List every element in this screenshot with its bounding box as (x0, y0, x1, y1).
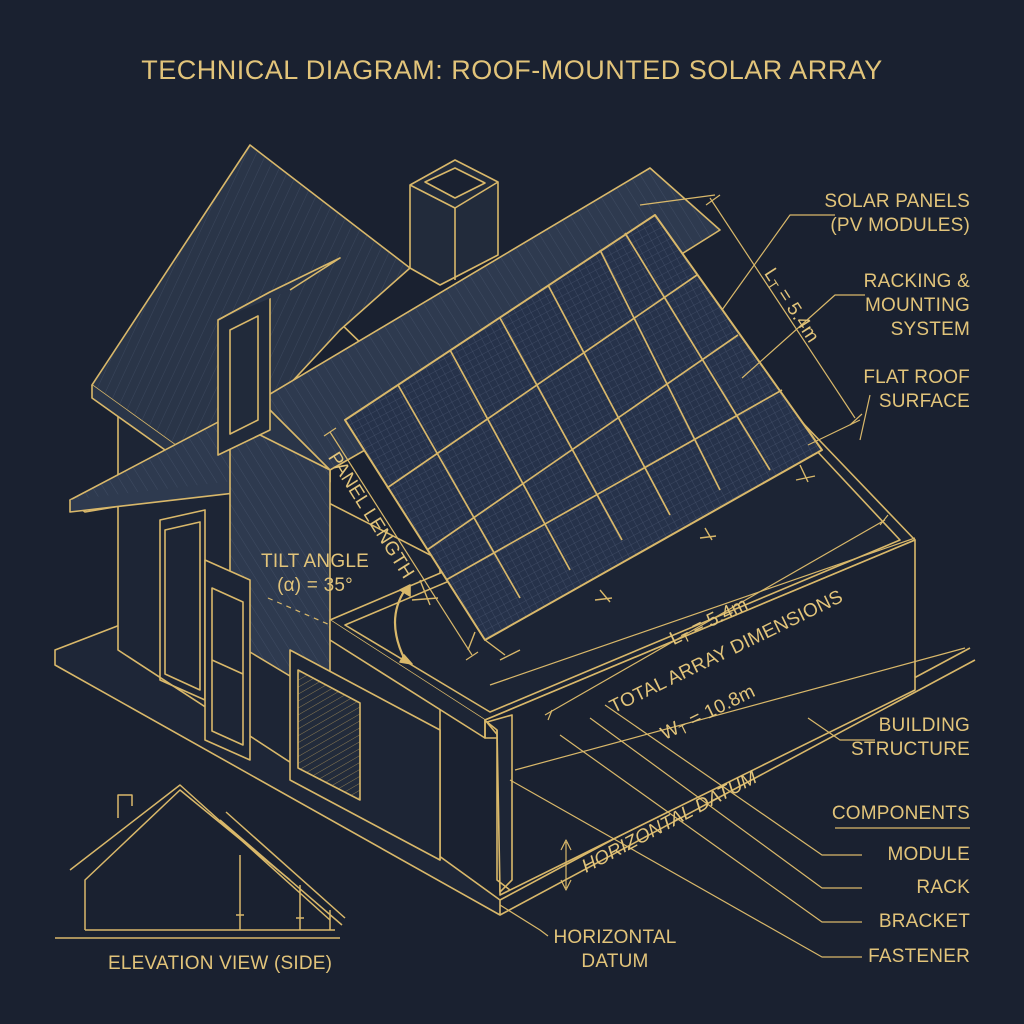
dimension-lines (267, 194, 966, 891)
label-flat-roof-line2: SURFACE (878, 391, 970, 412)
tilt-angle-line1: TILT ANGLE (261, 551, 369, 572)
label-solar-panels-line1: SOLAR PANELS (824, 191, 970, 212)
label-solar-panels: SOLAR PANELS (PV MODULES) (824, 190, 970, 238)
component-item-module: MODULE (887, 844, 970, 865)
page-title: TECHNICAL DIAGRAM: ROOF-MOUNTED SOLAR AR… (141, 55, 883, 85)
components-heading: COMPONENTS (831, 803, 970, 824)
label-horizontal-datum-line2: DATUM (581, 951, 649, 972)
solar-array-grid (386, 232, 783, 599)
label-solar-panels-line2: (PV MODULES) (830, 215, 970, 236)
label-flat-roof-line1: FLAT ROOF (863, 367, 970, 388)
label-building-line2: STRUCTURE (851, 739, 970, 760)
leader-lines (499, 214, 970, 958)
label-horizontal-datum: HORIZONTAL DATUM (540, 926, 690, 974)
ground-slab (54, 624, 501, 916)
label-racking: RACKING & MOUNTING SYSTEM (864, 270, 970, 342)
solar-array-frame (344, 214, 823, 641)
label-racking-line1: RACKING & (863, 271, 970, 292)
label-racking-line2: MOUNTING (864, 295, 970, 316)
component-item-fastener: FASTENER (868, 946, 970, 967)
label-building-structure: BUILDING STRUCTURE (851, 714, 970, 762)
racking-legs (411, 464, 816, 661)
tilt-angle-line2: (α) = 35° (277, 575, 353, 596)
downspout (486, 714, 513, 893)
garage-door (297, 669, 361, 801)
label-tilt-angle: TILT ANGLE (α) = 35° (255, 550, 375, 598)
label-racking-line3: SYSTEM (890, 319, 970, 340)
label-building-line1: BUILDING (878, 715, 970, 736)
label-flat-roof: FLAT ROOF SURFACE (863, 366, 970, 414)
label-elevation-view: ELEVATION VIEW (SIDE) (108, 953, 333, 974)
chimney (409, 159, 499, 286)
elevation-view-drawing (55, 784, 346, 939)
component-item-bracket: BRACKET (878, 911, 970, 932)
component-item-rack: RACK (916, 877, 970, 898)
label-horizontal-datum-line1: HORIZONTAL (553, 927, 677, 948)
